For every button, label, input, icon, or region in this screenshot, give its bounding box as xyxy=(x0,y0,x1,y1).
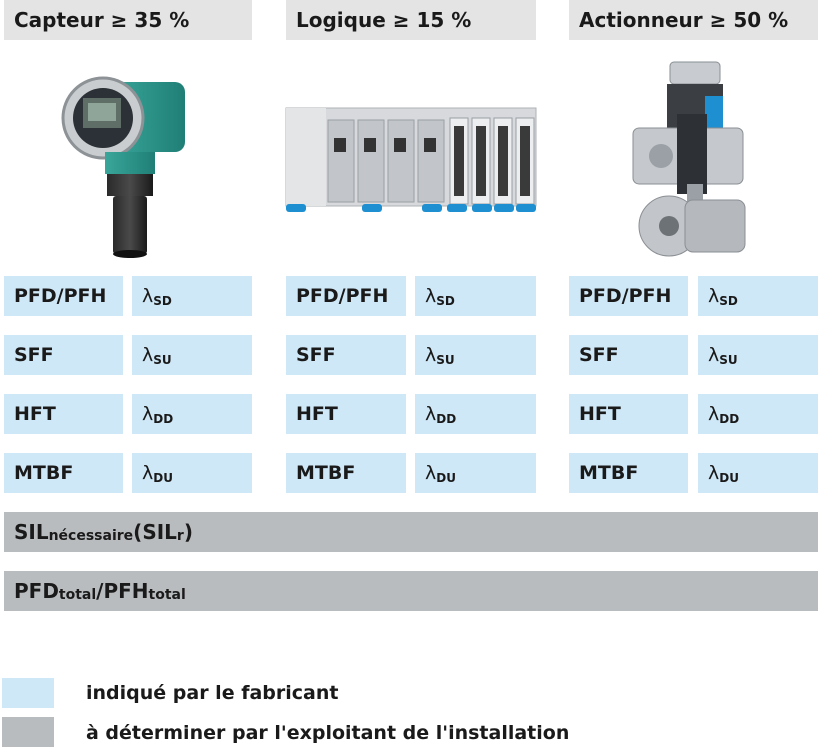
header-capteur: Capteur ≥ 35 % xyxy=(4,0,252,40)
cell-hft: HFT xyxy=(569,394,688,434)
cell-mtbf: MTBF xyxy=(286,453,406,493)
cell-mtbf: MTBF xyxy=(4,453,123,493)
cell-pfd-pfh: PFD/PFH xyxy=(4,276,123,316)
cell-pfd-pfh: PFD/PFH xyxy=(569,276,688,316)
legend-text-operator: à déterminer par l'exploitant de l'insta… xyxy=(86,722,570,744)
legend-text-manufacturer: indiqué par le fabricant xyxy=(86,682,339,704)
ball-valve-actuator-icon xyxy=(632,61,746,257)
cell-sff: SFF xyxy=(286,335,406,375)
legend-swatch-manufacturer xyxy=(2,678,54,708)
cell-pfd-pfh: PFD/PFH xyxy=(286,276,406,316)
cell-mtbf: MTBF xyxy=(569,453,688,493)
legend-swatch-operator xyxy=(2,717,54,747)
header-actionneur: Actionneur ≥ 50 % xyxy=(569,0,818,40)
cell-hft: HFT xyxy=(286,394,406,434)
cell-hft: HFT xyxy=(4,394,123,434)
plc-controller-icon xyxy=(285,107,537,212)
header-logique: Logique ≥ 15 % xyxy=(286,0,536,40)
ultrasonic-level-sensor-icon xyxy=(61,76,185,258)
cell-sff: SFF xyxy=(569,335,688,375)
cell-sff: SFF xyxy=(4,335,123,375)
